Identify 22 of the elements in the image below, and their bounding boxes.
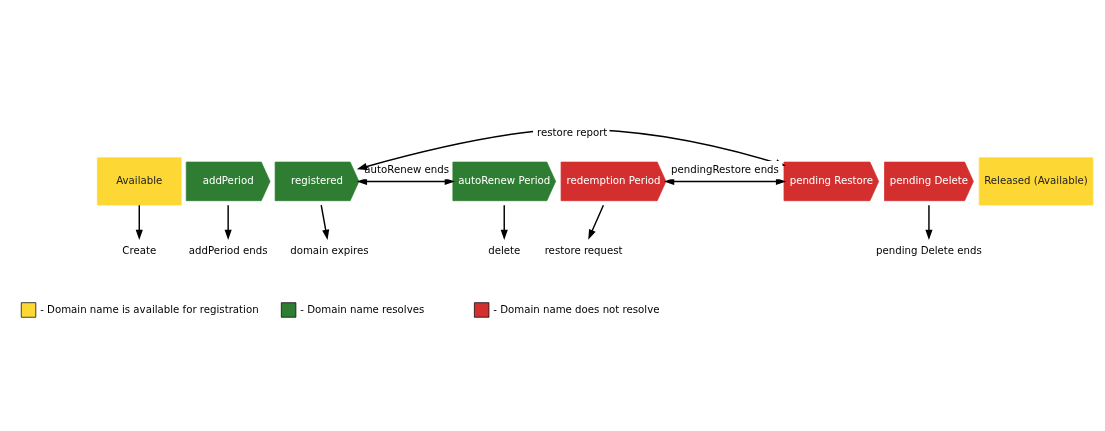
node-text: addPeriod ends (188, 244, 268, 256)
arrow (500, 203, 508, 240)
arrow (664, 177, 787, 185)
arrow (135, 203, 143, 240)
legend-label: - Domain name is available for registration (40, 303, 259, 315)
node-text: delete (488, 244, 521, 256)
edge-label: restore report (537, 126, 608, 138)
edge-label: autoRenew ends (364, 163, 449, 175)
legend-label: - Domain name resolves (300, 303, 425, 315)
arrow (224, 203, 232, 240)
node-text: domain expires (290, 244, 369, 256)
node-text: restore request (544, 244, 623, 256)
node-text: Create (122, 244, 157, 256)
node-box: Available (97, 156, 182, 205)
legend-label: - Domain name does not resolve (493, 303, 660, 315)
arrow (320, 203, 330, 240)
edge-label: pendingRestore ends (671, 163, 779, 175)
arrow (356, 177, 455, 185)
arrow (925, 203, 933, 240)
arrow (588, 203, 605, 240)
node-text: pending Delete ends (876, 244, 982, 256)
node-box: Released (Available) (978, 156, 1094, 205)
